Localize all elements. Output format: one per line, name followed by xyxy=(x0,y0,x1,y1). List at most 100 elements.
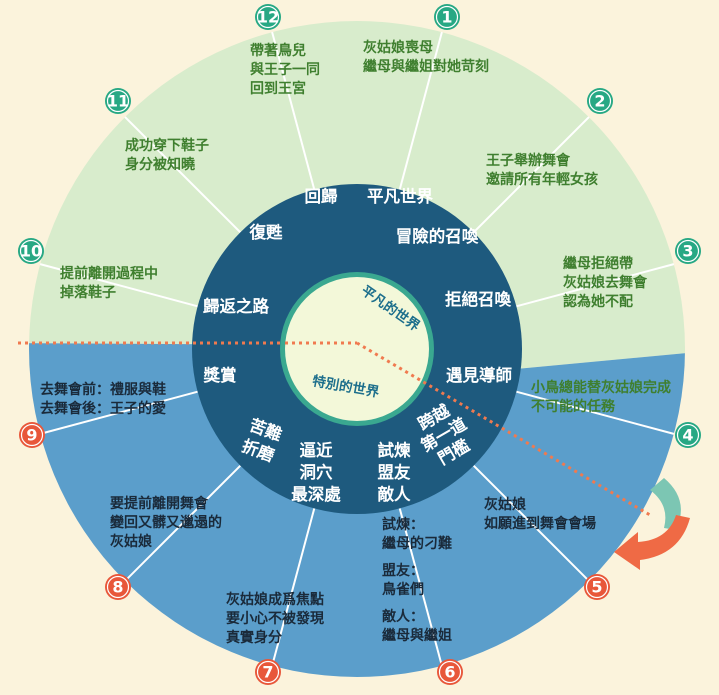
ring-mentor: 遇見導師 xyxy=(446,365,513,385)
badge-ring-6 xyxy=(438,660,462,684)
badge-number-2: 2 xyxy=(594,92,605,111)
segment-9-line: 去舞會後：王子的愛 xyxy=(40,400,166,417)
segment-4-line: 不可能的任務 xyxy=(531,398,616,415)
badge-4 xyxy=(675,422,701,448)
ring-call-to-adventure: 冒險的召喚 xyxy=(396,226,479,246)
badge-9 xyxy=(19,422,45,448)
badge-3 xyxy=(675,238,701,264)
badge-ring-12 xyxy=(256,5,280,29)
segment-3-line: 繼母拒絕帶 xyxy=(563,255,633,272)
ring-road-back: 歸返之路 xyxy=(203,296,270,316)
spoke-7 xyxy=(271,508,316,667)
badge-number-5: 5 xyxy=(591,578,602,597)
segment-9-line: 去舞會前：禮服與鞋 xyxy=(40,381,166,398)
badge-number-6: 6 xyxy=(444,663,455,682)
spoke-9 xyxy=(39,390,198,435)
ring-refusal: 拒絕召喚 xyxy=(445,289,512,309)
segment-12-line: 回到王宮 xyxy=(250,80,306,97)
segment-1-line: 繼母與繼姐對她苛刻 xyxy=(363,58,489,75)
segment-6-line: 試煉： xyxy=(382,516,424,533)
ring-tests-line-1: 試煉 xyxy=(378,440,412,460)
segment-6-line: 盟友： xyxy=(382,562,424,579)
badge-2 xyxy=(587,88,613,114)
segment-8-text: 要提前離開舞會變回又髒又邋遢的灰姑娘 xyxy=(110,495,222,550)
badge-number-12: 12 xyxy=(257,8,279,27)
badge-ring-5 xyxy=(585,575,609,599)
badge-number-11: 11 xyxy=(107,92,129,111)
segment-8-line: 要提前離開舞會 xyxy=(110,495,209,512)
badge-1 xyxy=(434,4,460,30)
transition-arrow xyxy=(614,478,690,570)
badge-ring-7 xyxy=(256,660,280,684)
segment-10-text: 提前離開過程中掉落鞋子 xyxy=(60,265,158,301)
ring-reward: 獎賞 xyxy=(203,365,238,385)
segment-1-text: 灰姑娘喪母繼母與繼姐對她苛刻 xyxy=(363,39,489,75)
badge-6 xyxy=(437,659,463,685)
ring-approach-line-2: 洞穴 xyxy=(300,462,334,482)
segment-2-line: 王子舉辦舞會 xyxy=(486,152,571,169)
segment-9-text: 去舞會前：禮服與鞋去舞會後：王子的愛 xyxy=(40,381,166,417)
badge-ring-10 xyxy=(19,239,43,263)
segment-10-line: 提前離開過程中 xyxy=(60,265,158,282)
segment-dividers xyxy=(39,31,675,667)
segment-6-line: 繼母與繼姐 xyxy=(382,627,452,644)
segment-3-line: 灰姑娘去舞會 xyxy=(563,274,648,291)
badge-ring-9 xyxy=(20,423,44,447)
segment-5-text: 灰姑娘如願進到舞會會場 xyxy=(484,496,596,532)
segment-7-line: 真實身分 xyxy=(226,629,282,646)
badge-ring-2 xyxy=(588,89,612,113)
segment-3-text: 繼母拒絕帶灰姑娘去舞會認為她不配 xyxy=(563,255,648,310)
segment-12-line: 帶著鳥兒 xyxy=(250,42,306,59)
badge-number-9: 9 xyxy=(26,426,37,445)
ring-return: 回歸 xyxy=(305,186,339,206)
badge-8 xyxy=(105,574,131,600)
badge-number-8: 8 xyxy=(112,578,123,597)
ring-resurrection: 復甦 xyxy=(249,222,284,242)
badge-10 xyxy=(18,238,44,264)
segment-8-line: 變回又髒又邋遢的 xyxy=(110,514,222,531)
segment-4-text: 小鳥總能替灰姑娘完成不可能的任務 xyxy=(531,379,671,415)
world-divider-line xyxy=(18,341,651,517)
badge-number-4: 4 xyxy=(682,426,693,445)
segment-7-text: 灰姑娘成爲焦點要小心不被發現真實身分 xyxy=(226,591,324,646)
badge-ring-3 xyxy=(676,239,700,263)
spoke-12 xyxy=(271,31,316,190)
spoke-6 xyxy=(398,508,443,667)
inner-circle xyxy=(285,277,429,421)
segment-10-line: 掉落鞋子 xyxy=(60,284,116,301)
badge-12 xyxy=(255,4,281,30)
ring-ordinary-world: 平凡世界 xyxy=(367,187,434,206)
ring-approach: 逼近 洞穴 最深處 xyxy=(291,440,341,504)
badge-ring-8 xyxy=(106,575,130,599)
badge-ring-4 xyxy=(676,423,700,447)
ring-approach-line-1: 逼近 xyxy=(300,440,334,460)
ring-tests: 試煉 盟友 敵人 xyxy=(378,440,412,504)
segment-11-line: 身分被知曉 xyxy=(125,156,195,173)
segment-11-text: 成功穿下鞋子身分被知曉 xyxy=(125,137,209,173)
segment-11-line: 成功穿下鞋子 xyxy=(125,137,209,154)
segment-7-line: 要小心不被發現 xyxy=(226,610,324,627)
segment-7-line: 灰姑娘成爲焦點 xyxy=(226,591,324,608)
spoke-11 xyxy=(124,116,242,234)
badge-number-1: 1 xyxy=(441,8,452,27)
segment-5-line: 灰姑娘 xyxy=(484,496,527,513)
spoke-1 xyxy=(398,31,443,190)
segment-6-line: 鳥雀們 xyxy=(382,581,424,598)
segment-6-line: 敵人： xyxy=(382,608,424,625)
spoke-5 xyxy=(472,464,590,582)
badge-5 xyxy=(584,574,610,600)
badge-number-7: 7 xyxy=(262,663,273,682)
badge-ring-1 xyxy=(435,5,459,29)
segment-3-line: 認為她不配 xyxy=(563,293,633,310)
segment-12-text: 帶著鳥兒與王子一同回到王宮 xyxy=(250,42,320,97)
badge-ring-11 xyxy=(106,89,130,113)
segment-texts: 灰姑娘喪母繼母與繼姐對她苛刻王子舉辦舞會邀請所有年輕女孩繼母拒絕帶灰姑娘去舞會認… xyxy=(40,39,671,646)
segment-8-line: 灰姑娘 xyxy=(110,533,153,550)
segment-6-text: 試煉： 繼母的刁難盟友： 鳥雀們敵人： 繼母與繼姐 xyxy=(382,516,452,644)
segment-12-line: 與王子一同 xyxy=(250,61,320,78)
spoke-4 xyxy=(516,390,675,435)
spoke-10 xyxy=(39,263,198,308)
segment-6-line: 繼母的刁難 xyxy=(382,535,452,552)
